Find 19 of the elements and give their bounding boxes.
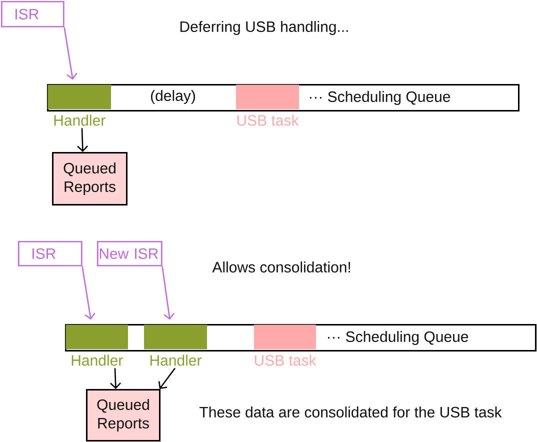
note: These data are consolidated for the USB task: [200, 406, 502, 418]
slot-caption: USB task: [237, 114, 299, 126]
arrow: [162, 266, 174, 320]
arrow: [82, 266, 96, 320]
heading: Deferring USB handling...: [180, 21, 348, 35]
arrow: [110, 368, 122, 389]
slot-caption: Handler: [54, 114, 106, 126]
slot-caption: Handler: [72, 354, 123, 366]
callout-box: ISR: [18, 240, 82, 266]
slot-caption: Handler: [150, 354, 202, 366]
heading: Allows consolidation!: [212, 261, 350, 272]
slot-caption: USB task: [254, 354, 316, 366]
arrow: [158, 368, 176, 389]
report-box: Queued Reports: [86, 388, 160, 442]
arrow: [64, 27, 78, 80]
report-box: Queued Reports: [52, 152, 128, 206]
arrow: [77, 128, 88, 152]
callout-box: ISR: [1, 0, 64, 28]
callout-box: New ISR: [97, 240, 162, 266]
